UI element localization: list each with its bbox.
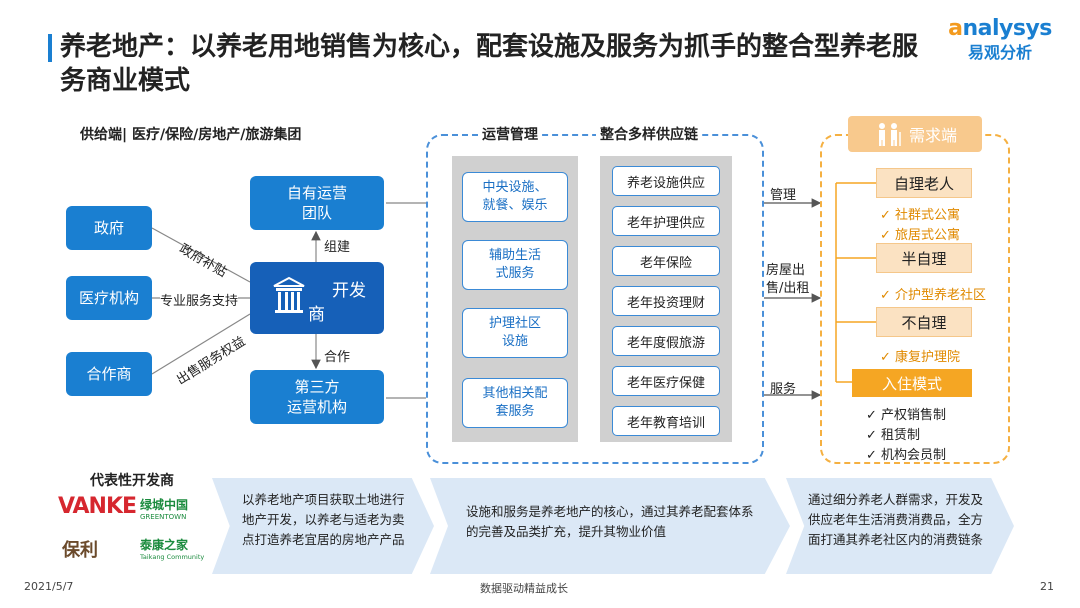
vanke-logo: VANKE: [58, 494, 137, 519]
banner-facilities: 设施和服务是养老地产的核心，通过其养老配套体系的完善及品类扩充，提升其物业价值: [430, 478, 790, 574]
demand-item: ✓ 介护型养老社区: [880, 288, 987, 303]
chain-item: 老年医疗保健: [612, 366, 720, 396]
rep-developers-label: 代表性开发商: [90, 473, 174, 489]
chain-header: 整合多样供应链: [596, 124, 702, 144]
demand-item: ✓ 社群式公寓: [880, 208, 961, 223]
banner-land: 以养老地产项目获取土地进行地产开发，以养老与适老为卖点打造养老宜居的房地产产品: [212, 478, 434, 574]
entity-government: 政府: [66, 206, 152, 250]
edge-label-cooperate: 合作: [324, 350, 351, 365]
edge-label-service: 服务: [770, 382, 797, 397]
banner-consumption: 通过细分养老人群需求，开发及供应老年生活消费消费品，全方面打通其养老社区内的消费…: [786, 478, 1014, 574]
chain-item: 养老设施供应: [612, 166, 720, 196]
third-party-ops: 第三方 运营机构: [250, 370, 384, 424]
demand-header-label: 需求端: [908, 126, 957, 145]
greentown-cn: 绿城中国: [140, 498, 189, 512]
demand-group-semi-self-care: 半自理: [876, 243, 972, 273]
ops-item: 护理社区 设施: [462, 308, 568, 358]
demand-group-self-care: 自理老人: [876, 168, 972, 198]
greentown-en: GREENTOWN: [140, 513, 187, 521]
ops-item: 辅助生活 式服务: [462, 240, 568, 290]
building-icon: [273, 276, 305, 313]
ops-item: 其他相关配 套服务: [462, 378, 568, 428]
chain-item: 老年护理供应: [612, 206, 720, 236]
self-ops-team: 自有运营 团队: [250, 176, 384, 230]
greentown-logo: 绿城中国 GREENTOWN: [140, 496, 210, 521]
title-accent-bar: [48, 34, 52, 62]
footer-date: 2021/5/7: [24, 580, 74, 593]
demand-item: ✓ 康复护理院: [880, 350, 961, 365]
demand-header: 需求端: [848, 116, 982, 152]
supply-side-label: 供给端| 医疗/保险/房地产/旅游集团: [80, 127, 302, 143]
page-title: 养老地产：以养老用地销售为核心，配套设施及服务为抓手的整合型养老服务商业模式: [60, 32, 919, 96]
chain-item: 老年投资理财: [612, 286, 720, 316]
footer-slogan: 数据驱动精益成长: [480, 582, 568, 595]
residence-mode: 入住模式: [852, 369, 972, 397]
elderly-icon: [878, 123, 901, 146]
logo-english: analysys: [948, 16, 1052, 41]
taikang-logo: 泰康之家 Taikang Community: [140, 536, 216, 561]
edge-label-manage: 管理: [770, 188, 797, 203]
ops-header: 运营管理: [478, 124, 542, 144]
ops-supply-panel: [426, 134, 764, 464]
edge-label-support: 专业服务支持: [160, 290, 239, 309]
chain-item: 老年教育培训: [612, 406, 720, 436]
entity-medical: 医疗机构: [66, 276, 152, 320]
logo-chinese: 易观分析: [967, 43, 1032, 62]
entity-partner: 合作商: [66, 352, 152, 396]
chain-item: 老年保险: [612, 246, 720, 276]
developer-label-b: 商: [308, 305, 325, 325]
analysys-logo: analysys 易观分析: [944, 16, 1056, 63]
ops-item: 中央设施、 就餐、娱乐: [462, 172, 568, 222]
taikang-en: Taikang Community: [140, 553, 205, 561]
page-number: 21: [1040, 580, 1054, 593]
demand-group-dependent: 不自理: [876, 307, 972, 337]
edge-partner-dev: [151, 313, 251, 375]
chain-item: 老年度假旅游: [612, 326, 720, 356]
developer-box: 开发 商: [250, 262, 384, 334]
mode-item: ✓ 产权销售制: [866, 408, 947, 423]
mode-item: ✓ 租赁制: [866, 428, 921, 443]
poly-logo: 保利: [62, 540, 98, 561]
mode-item: ✓ 机构会员制: [866, 448, 947, 463]
taikang-cn: 泰康之家: [140, 538, 189, 552]
developer-label-a: 开发: [332, 281, 366, 301]
edge-gov-dev: [151, 227, 251, 283]
edge-label-build: 组建: [324, 240, 351, 255]
demand-item: ✓ 旅居式公寓: [880, 228, 961, 243]
edge-label-sale: 房屋出 售/出租: [766, 263, 810, 296]
